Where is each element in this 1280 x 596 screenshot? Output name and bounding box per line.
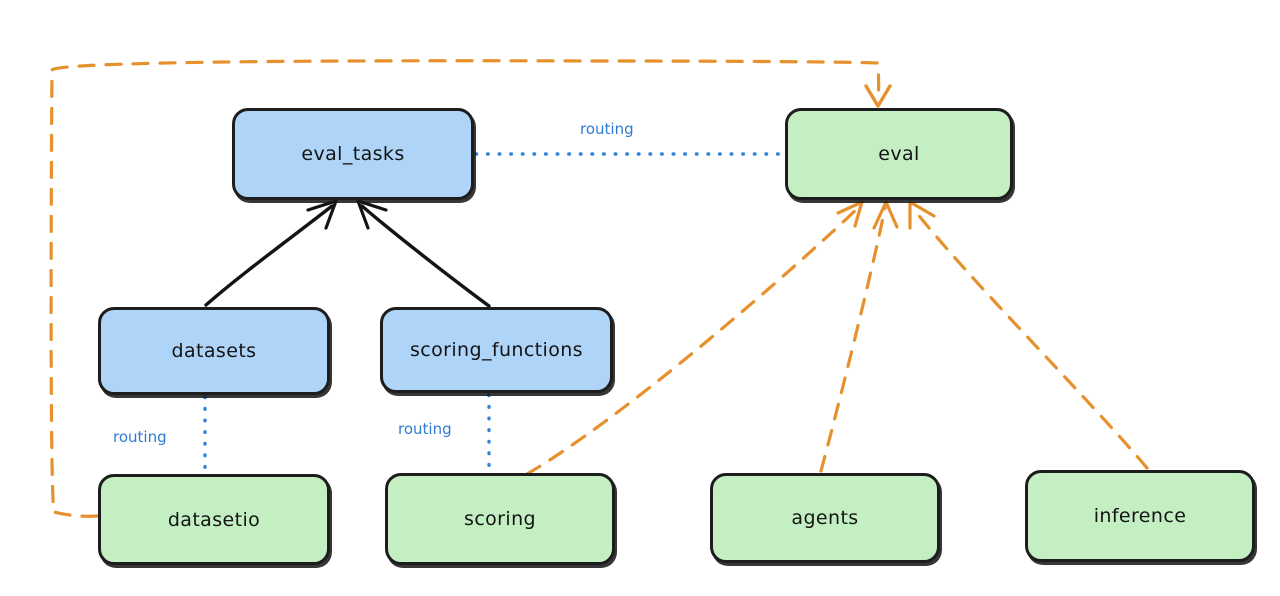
- node-scoring[interactable]: scoring: [385, 473, 615, 565]
- node-label-datasetio: datasetio: [167, 508, 261, 531]
- edge-inference-to-eval: [908, 200, 1149, 470]
- node-eval-tasks[interactable]: eval_tasks: [232, 108, 474, 200]
- node-label-agents: agents: [791, 507, 859, 529]
- edge-label-routing-eval-tasks: routing: [580, 120, 634, 138]
- edge-datasets-to-eval_tasks: [204, 199, 338, 307]
- node-eval[interactable]: eval: [785, 108, 1013, 200]
- node-label-scoring: scoring: [464, 508, 536, 530]
- node-scoring-functions[interactable]: scoring_functions: [380, 307, 613, 393]
- edge-label-routing-datasets: routing: [113, 428, 167, 446]
- node-inference[interactable]: inference: [1025, 470, 1255, 562]
- node-label-scoring-functions: scoring_functions: [410, 339, 583, 361]
- edge-agents-to-eval: [819, 200, 899, 473]
- node-datasetio[interactable]: datasetio: [98, 474, 330, 565]
- node-label-inference: inference: [1093, 505, 1187, 527]
- edge-label-routing-scoring-functions: routing: [398, 420, 452, 438]
- node-agents[interactable]: agents: [710, 473, 940, 563]
- node-label-eval-tasks: eval_tasks: [301, 143, 405, 165]
- edge-scoring_functions-to-eval_tasks: [356, 199, 491, 308]
- node-datasets[interactable]: datasets: [98, 307, 330, 395]
- node-label-eval: eval: [878, 143, 920, 165]
- node-label-datasets: datasets: [171, 340, 257, 362]
